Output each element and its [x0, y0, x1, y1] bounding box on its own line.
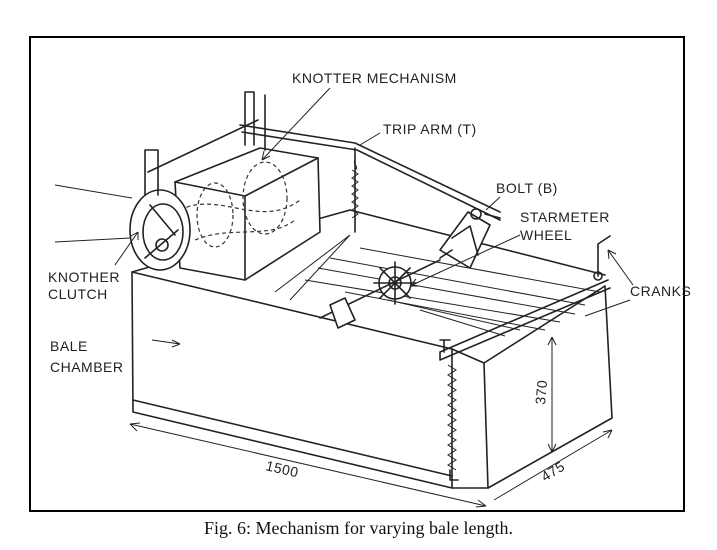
bale-chamber-body — [131, 209, 613, 489]
label-knotter-clutch-line2: CLUTCH — [48, 286, 108, 302]
bolt-lever — [439, 208, 501, 269]
label-cranks: CRANKS — [630, 283, 691, 299]
label-trip-arm: TRIP ARM (T) — [383, 121, 477, 137]
dimension-lines — [129, 336, 613, 508]
crank-assembly — [439, 235, 611, 481]
starmeter-wheel — [319, 249, 453, 329]
label-bale-chamber-line1: BALE — [50, 338, 88, 354]
label-knotter-clutch-line1: KNOTHER — [48, 269, 120, 285]
knotter-box — [174, 147, 321, 281]
dimension-height: 370 — [532, 379, 550, 405]
figure-frame — [29, 36, 685, 512]
leader-lines — [114, 87, 634, 348]
dimension-length: 1500 — [264, 457, 300, 480]
knotter-clutch-wheel — [54, 184, 191, 271]
figure-caption: Fig. 6: Mechanism for varying bale lengt… — [204, 518, 513, 538]
dimension-width: 475 — [538, 458, 568, 485]
label-bale-chamber-line2: CHAMBER — [50, 359, 124, 375]
trip-arm-assembly — [144, 91, 501, 233]
label-bolt: BOLT (B) — [496, 180, 558, 196]
label-starmeter-line2: WHEEL — [520, 227, 572, 243]
label-knotter-mechanism: KNOTTER MECHANISM — [292, 70, 457, 86]
label-starmeter-line1: STARMETER — [520, 209, 610, 225]
